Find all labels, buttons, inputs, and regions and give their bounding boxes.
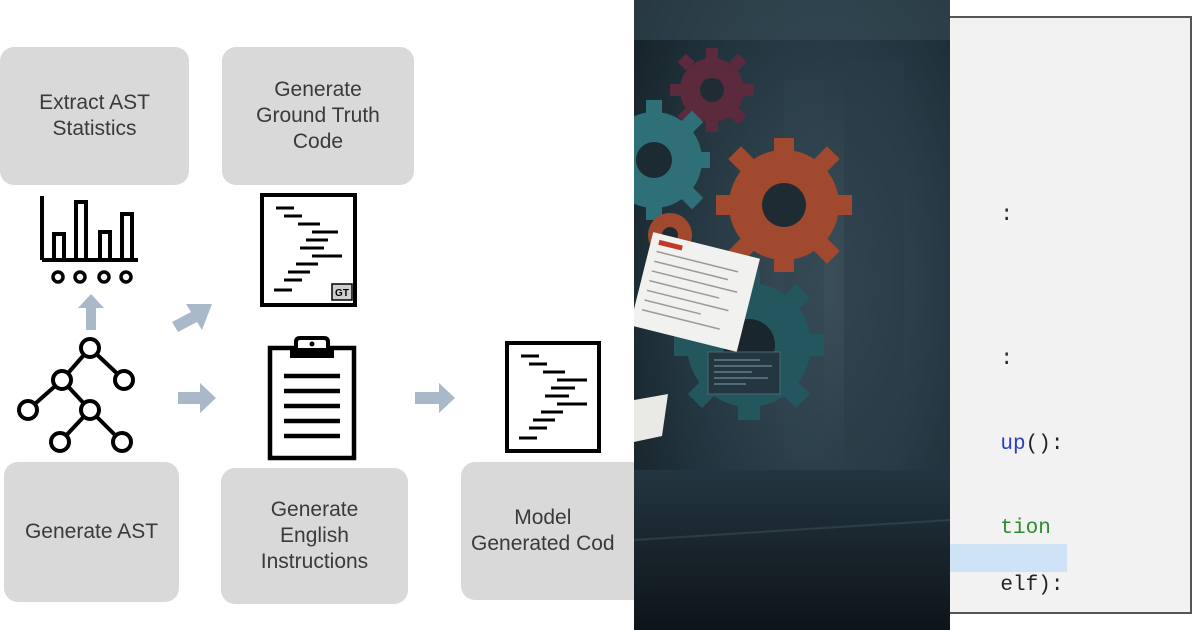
ground-truth-document-icon: GT [260,193,357,307]
generate-english-instructions-label: Generate English Instructions [260,498,369,573]
orange-gear-icon [716,138,852,272]
code-text: elf): [1000,574,1064,597]
code-text: : [1000,348,1014,371]
code-text: (): [1025,433,1064,456]
code-text: : [1000,204,1014,227]
up-arrow-icon [78,294,104,330]
extract-ast-statistics-box: Extract AST Statistics [0,47,189,185]
ast-tree-icon [17,337,135,453]
generate-ast-label: Generate AST [24,520,159,543]
generate-ast-box: Generate AST [4,462,179,602]
code-snippet-panel: : : up(): tion elf): [950,0,1200,630]
code-panel-icon [707,351,781,395]
code-line: tion [950,487,1050,540]
extract-ast-statistics-label: Extract AST Statistics [39,91,150,140]
pipeline-diagram: Extract AST Statistics Generate Ground T… [0,47,634,604]
purple-gear-icon [670,48,754,132]
model-code-document-icon [505,341,601,453]
generate-english-instructions-box: Generate English Instructions [221,468,408,604]
generate-ground-truth-label: Generate Ground Truth Code [256,78,380,153]
model-generated-code-box: Model Generated Cod [461,462,634,600]
floating-paper-corner-icon [634,394,668,442]
bar-chart-icon [40,196,138,284]
right-arrow-icon [415,383,455,413]
right-arrow-icon [178,383,216,413]
code-line: : [950,174,1013,227]
code-line: : [950,318,1013,371]
gt-badge: GT [335,288,349,299]
code-function-name: up [1000,433,1026,456]
gears-photo [634,0,950,630]
code-line: up(): [950,403,1063,456]
gears-illustration [634,0,950,630]
code-frame [950,16,1192,614]
clipboard-icon [267,336,357,461]
generate-ground-truth-box: Generate Ground Truth Code [222,47,414,185]
floating-document-icon [634,232,760,352]
model-generated-code-label: Model Generated Cod [471,506,615,555]
code-comment: tion [1000,517,1051,540]
diagonal-arrow-icon [172,304,212,332]
teal-gear-icon [634,100,710,220]
code-line-highlighted: elf): [950,544,1068,597]
